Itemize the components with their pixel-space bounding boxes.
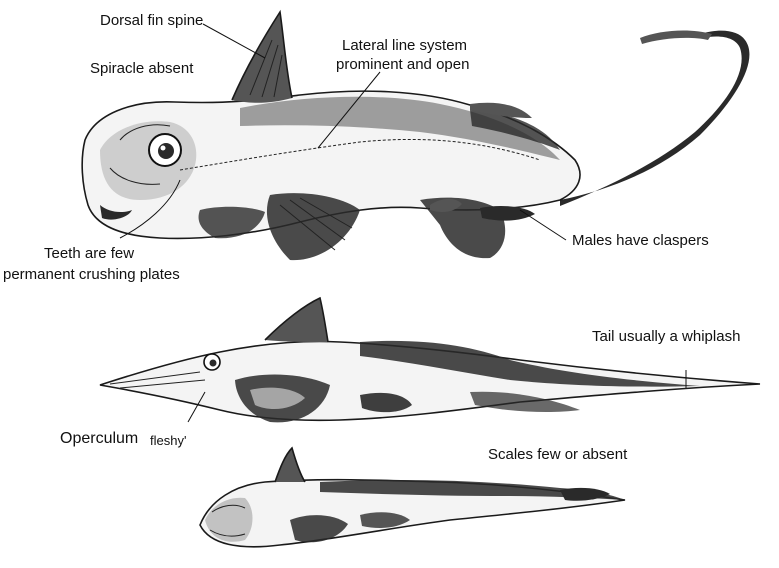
leader-claspers xyxy=(520,210,566,240)
dorsal-fin-spine-label: Dorsal fin spine xyxy=(100,12,203,30)
tail-whiplash-label: Tail usually a whiplash xyxy=(592,328,740,346)
leader-dorsal-fin-spine xyxy=(203,24,265,58)
teeth-label-line2: permanent crushing plates xyxy=(3,266,180,284)
males-claspers-label: Males have claspers xyxy=(572,232,709,250)
lateral-line-label-line2: prominent and open xyxy=(336,56,469,74)
operculum-label: Operculum xyxy=(60,430,138,448)
teeth-label-line1: Teeth are few xyxy=(44,245,134,263)
spiracle-absent-label: Spiracle absent xyxy=(90,60,193,78)
operculum-fleshy-label: fleshy' xyxy=(150,432,186,450)
long-snout-chimaera-illustration xyxy=(100,298,760,422)
scales-label: Scales few or absent xyxy=(488,446,627,464)
lateral-line-label-line1: Lateral line system xyxy=(342,37,467,55)
